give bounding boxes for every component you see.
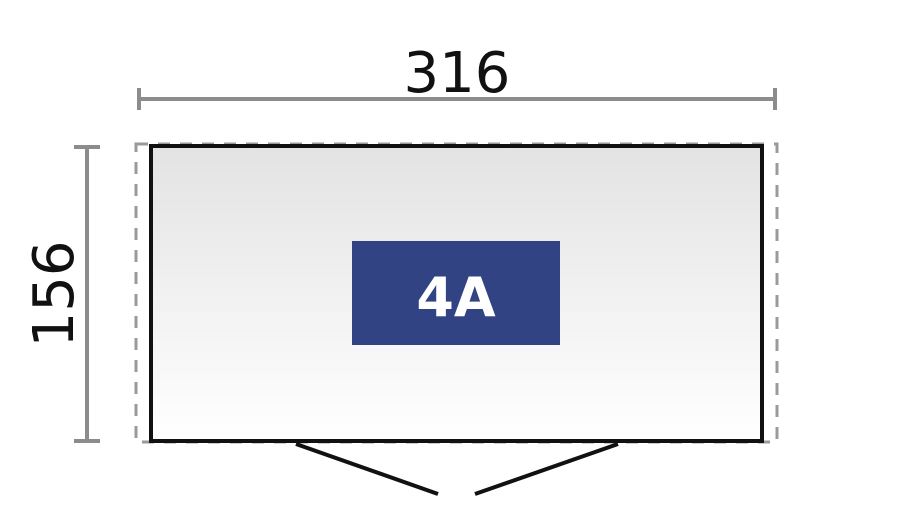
width-dimension: 316 <box>137 41 777 110</box>
height-dimension: 156 <box>22 145 100 443</box>
room-label-background <box>352 241 560 345</box>
room-label-badge: 4A <box>352 241 560 345</box>
height-dimension-label: 156 <box>22 241 87 348</box>
width-dimension-label: 316 <box>404 41 511 106</box>
door-right-leaf <box>474 442 619 496</box>
door-opening <box>295 442 619 496</box>
room-label: 4A <box>416 266 496 329</box>
door-left-leaf <box>295 442 439 496</box>
